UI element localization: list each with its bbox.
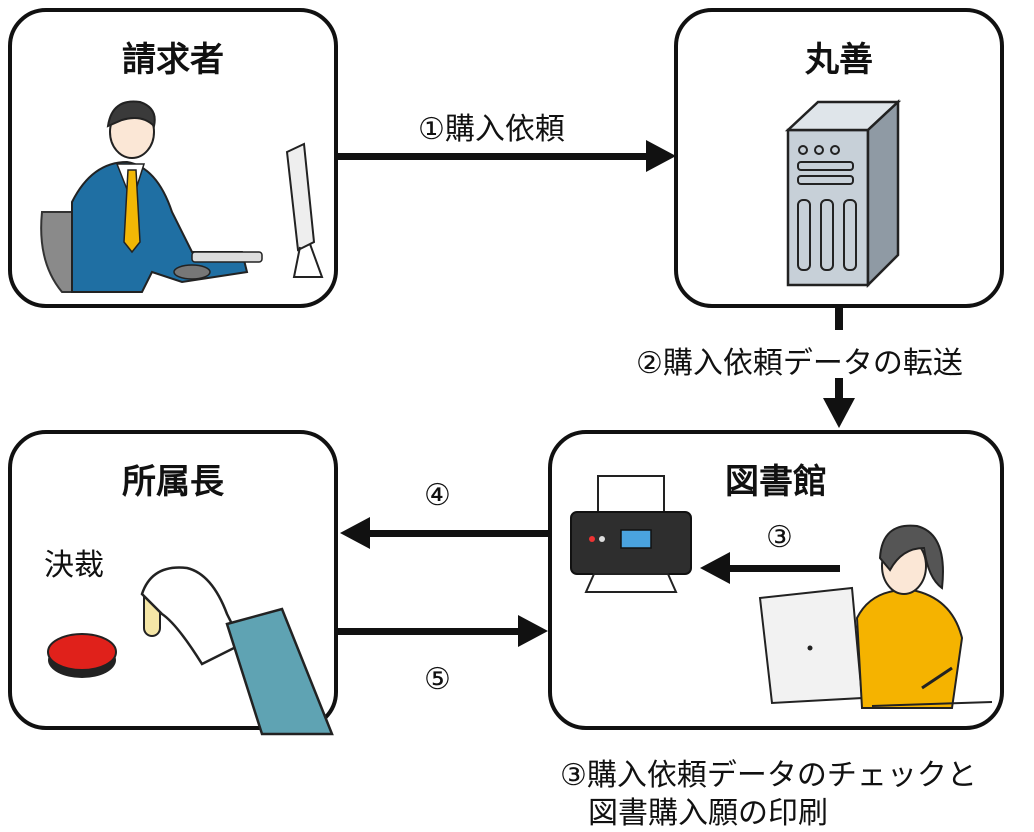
maruzen-node: 丸善 (674, 8, 1004, 308)
stamp-pad-icon (47, 633, 117, 678)
arrow-step2-line-bottom (835, 378, 843, 398)
arrow-step3-line (728, 565, 840, 572)
step2-label: ②購入依頼データの転送 (636, 346, 963, 381)
caption-line2: 図書購入願の印刷 (588, 796, 828, 831)
department-head-node: 所属長 決裁 (8, 430, 338, 736)
department-head-title: 所属長 (122, 462, 224, 502)
step5-label: ⑤ (424, 662, 451, 697)
server-icon (784, 99, 902, 289)
step3-short-label: ③ (766, 520, 793, 555)
step4-label: ④ (424, 478, 451, 513)
arrow-step2-head (823, 398, 855, 428)
hand-with-seal-illustration (140, 566, 334, 736)
library-node: 図書館 ③ (548, 430, 1004, 730)
arrow-step5-line (338, 628, 520, 635)
arrow-step5-head (518, 615, 548, 647)
librarian-illustration (758, 524, 993, 709)
step1-label: ①購入依頼 (418, 112, 565, 147)
arrow-step4-line (368, 530, 548, 537)
maruzen-title: 丸善 (805, 40, 873, 80)
arrow-step1-head (646, 140, 676, 172)
caption-line1: ③購入依頼データのチェックと (560, 758, 977, 793)
approval-label: 決裁 (44, 548, 104, 583)
arrow-step4-head (340, 517, 370, 549)
office-worker-illustration (40, 100, 324, 293)
arrow-step2-line-top (835, 308, 843, 330)
arrow-step3-head (700, 552, 730, 584)
requester-node: 請求者 (8, 8, 338, 308)
requester-title: 請求者 (122, 40, 224, 80)
printer-icon (570, 475, 692, 593)
library-title: 図書館 (725, 462, 827, 502)
arrow-step1-line (338, 153, 648, 160)
